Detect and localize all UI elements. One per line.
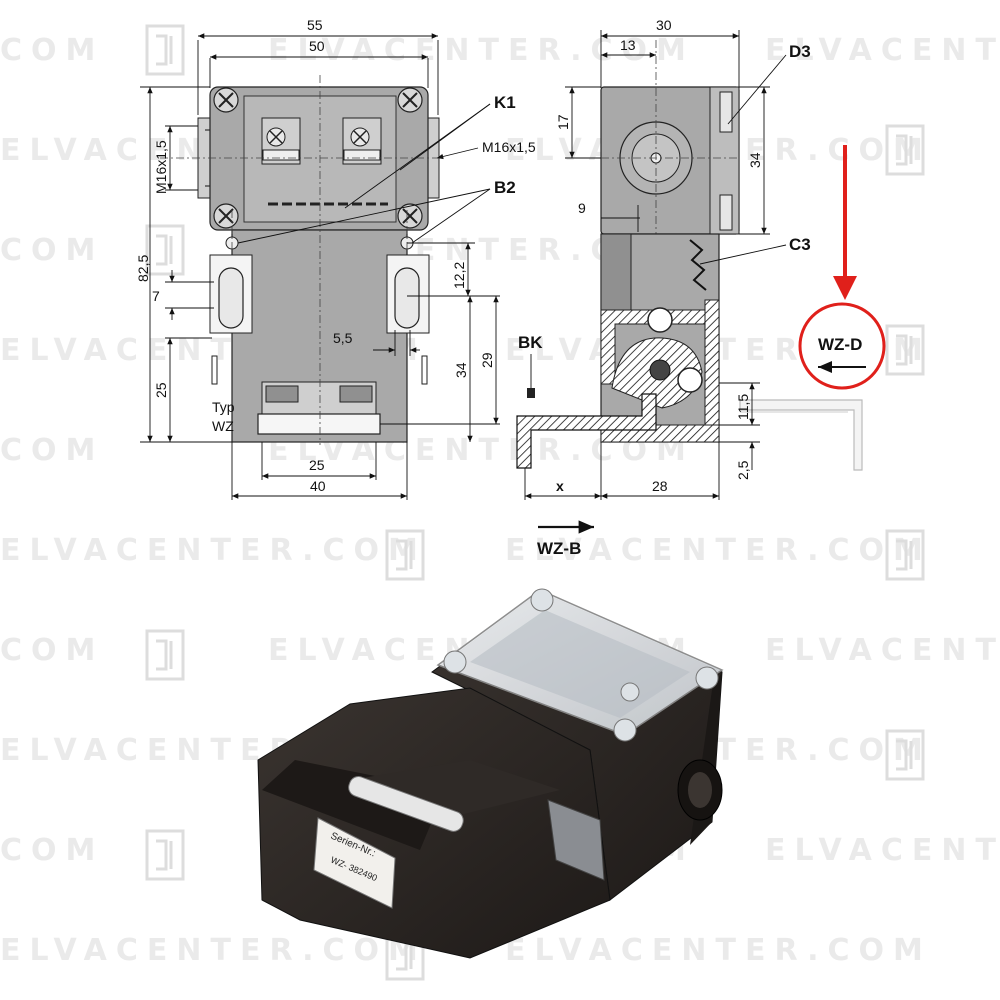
watermark-text: ELVACENTER.	[765, 33, 1000, 68]
label-wz-d: WZ-D	[818, 335, 862, 354]
serial-label	[313, 817, 396, 909]
actuator-key-alt	[739, 399, 863, 471]
spring-icon	[689, 239, 707, 291]
watermark-text: COM	[0, 433, 104, 468]
watermark-text: ELVACENTER.COM	[0, 533, 427, 568]
label-k1: K1	[494, 93, 516, 112]
dim-55: 55	[307, 17, 323, 33]
type-label: Typ	[212, 399, 235, 415]
slot-hole-left	[218, 267, 244, 329]
dim-11-5: 11,5	[735, 394, 751, 420]
front-dimensions: 55 50 82,5 M16x1,5 M16x1,5 7 25 12,2 29 …	[135, 17, 536, 500]
label-c3: C3	[789, 235, 811, 254]
front-view: Typ WZ	[160, 75, 440, 445]
side-view	[516, 40, 863, 471]
watermark-text: ELVACENTER.COM	[268, 33, 695, 68]
dim-34-side: 34	[747, 152, 763, 168]
actuator-plunger	[348, 776, 464, 832]
dim-5-5: 5,5	[333, 330, 353, 346]
screw-icon	[213, 87, 239, 113]
label-bk: BK	[518, 333, 543, 352]
watermark-text: COM	[0, 233, 104, 268]
screw-icon	[530, 588, 554, 612]
screw-icon	[443, 650, 467, 674]
dim-25-left: 25	[153, 382, 169, 398]
slot-hole-right	[394, 267, 420, 329]
watermark-text: ELVACENTER.	[765, 633, 1000, 668]
dim-82-5: 82,5	[135, 255, 151, 282]
watermark-text: COM	[0, 833, 104, 868]
dim-50: 50	[309, 38, 325, 54]
screw-icon	[213, 203, 239, 229]
dim-40: 40	[310, 478, 326, 494]
screw-icon	[613, 718, 637, 742]
label-b2: B2	[494, 178, 516, 197]
dim-x: x	[556, 478, 564, 494]
dim-34-front: 34	[453, 362, 469, 378]
watermark-logo	[145, 24, 185, 76]
product-photo: Serien-Nr.: WZ- 382490	[257, 588, 724, 959]
side-dimensions: 30 13 17 34 9 11,5 2,5 x 28 D3 C3 BK	[518, 17, 811, 558]
screw-icon	[695, 666, 719, 690]
dim-17: 17	[555, 114, 571, 130]
dim-13: 13	[620, 37, 636, 53]
dim-12-2: 12,2	[451, 262, 467, 289]
actuator-key	[516, 393, 657, 469]
watermark-logo	[145, 224, 185, 276]
dim-7: 7	[152, 288, 160, 304]
watermark-text: ELVACENTER.COM	[0, 933, 427, 968]
watermark-text: COM	[0, 633, 104, 668]
watermark-logo	[145, 629, 185, 681]
dim-thread-right: M16x1,5	[482, 139, 536, 155]
watermark-text: ELVACENTER.COM	[505, 533, 932, 568]
screw-icon	[620, 682, 640, 702]
dim-2-5: 2,5	[735, 460, 751, 480]
label-d3: D3	[789, 42, 811, 61]
dim-9: 9	[578, 200, 586, 216]
screw-icon	[397, 87, 423, 113]
watermark-text: COM	[0, 33, 104, 68]
dim-29: 29	[479, 352, 495, 368]
watermark-text: ELVACENTER.COM	[505, 933, 932, 968]
watermark-text: ELVACENTER.	[765, 833, 1000, 868]
type-label: WZ	[212, 418, 234, 434]
watermark-logo	[145, 829, 185, 881]
dim-thread-left: M16x1,5	[153, 140, 169, 194]
wz-d-callout: WZ-D	[798, 145, 886, 390]
label-wz-b: WZ-B	[537, 539, 581, 558]
dim-25-base: 25	[309, 457, 325, 473]
dim-28: 28	[652, 478, 668, 494]
dim-30: 30	[656, 17, 672, 33]
